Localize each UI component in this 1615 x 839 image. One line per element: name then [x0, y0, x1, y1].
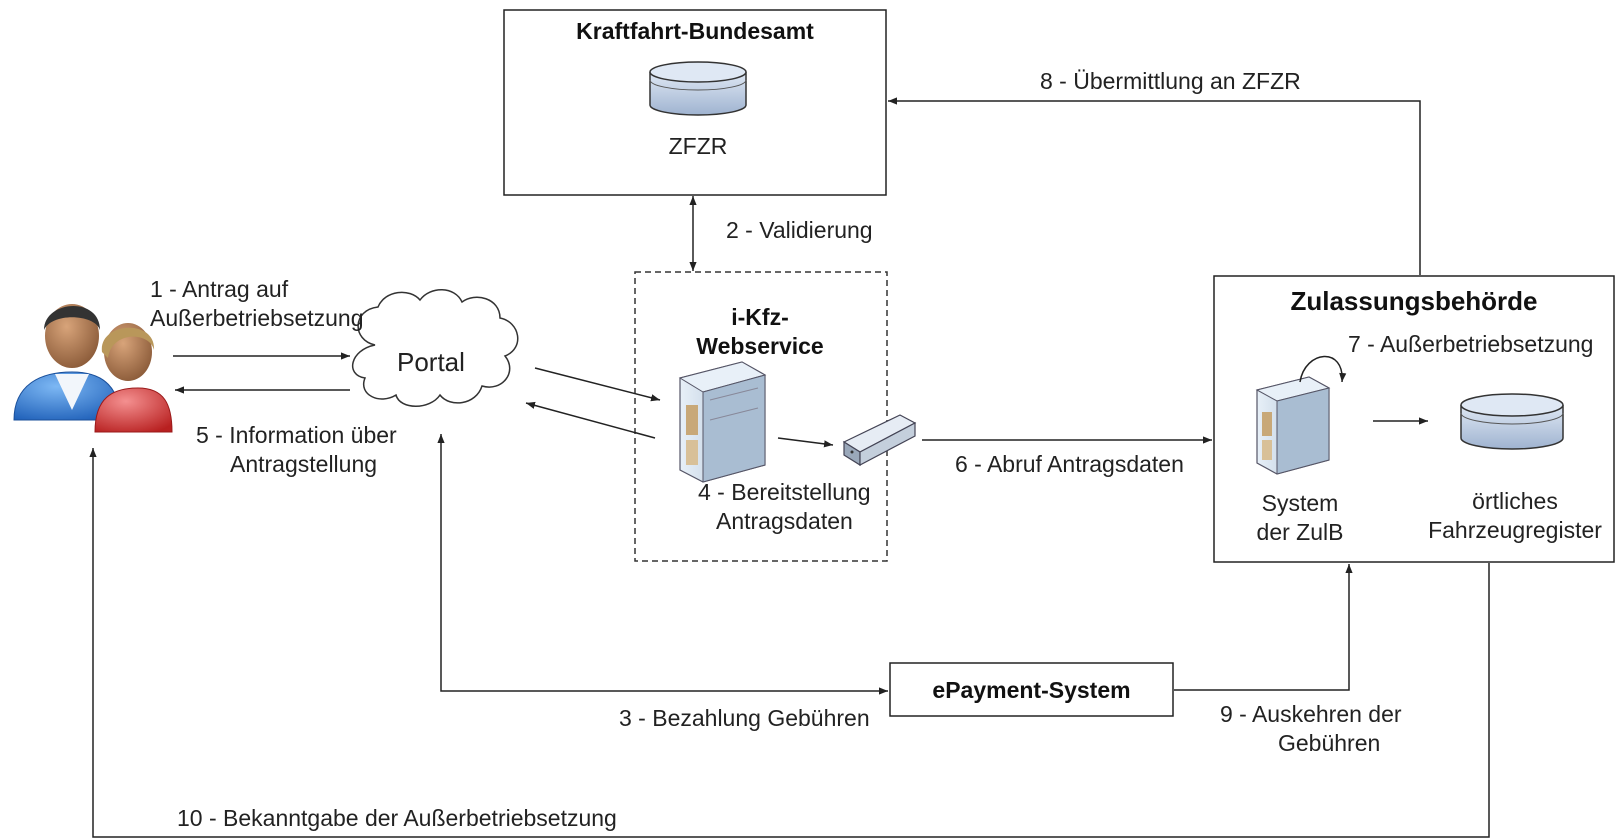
- step-4-label-line2: Antragsdaten: [716, 508, 853, 534]
- step-10-label: 10 - Bekanntgabe der Außerbetriebsetzung: [177, 805, 617, 831]
- portal-label: Portal: [397, 347, 465, 377]
- step-2-label: 2 - Validierung: [726, 217, 873, 243]
- arrow-portal-to-ikfz: [534, 367, 661, 402]
- step-8-label: 8 - Übermittlung an ZFZR: [1040, 68, 1301, 94]
- step-1-label-line1: 1 - Antrag auf: [150, 276, 289, 302]
- server-icon: [1255, 376, 1331, 475]
- network-device-icon: [842, 414, 917, 467]
- users-icon: [13, 304, 173, 433]
- kba-title: Kraftfahrt-Bundesamt: [576, 18, 814, 44]
- step-3-label: 3 - Bezahlung Gebühren: [619, 705, 870, 731]
- self-loop-arrow: [1299, 355, 1347, 383]
- arrow-portal-epayment-bidirectional: [437, 434, 888, 695]
- system-label-line1: System: [1261, 490, 1339, 516]
- step-4-label-line1: 4 - Bereitstellung: [698, 479, 871, 505]
- zfzr-label: ZFZR: [668, 133, 728, 159]
- server-icon: [678, 361, 767, 483]
- step-9-label-line1: 9 - Auskehren der: [1220, 701, 1402, 727]
- epayment-box: [889, 662, 1174, 717]
- ikfz-title-line1: i-Kfz-: [731, 304, 789, 330]
- database-icon: [1460, 393, 1564, 450]
- arrow-ikfz-to-portal: [525, 401, 656, 439]
- step-5-label-line1: 5 - Information über: [196, 422, 397, 448]
- zulb-title: Zulassungsbehörde: [1290, 286, 1538, 316]
- arrow-zulb-to-kba: [888, 97, 1421, 275]
- step-9-label-line2: Gebühren: [1278, 730, 1381, 756]
- arrow-server-to-device: [777, 437, 834, 448]
- step-5-label-line2: Antragstellung: [230, 451, 378, 477]
- register-label-line2: Fahrzeugregister: [1428, 517, 1602, 543]
- step-6-label: 6 - Abruf Antragsdaten: [955, 451, 1184, 477]
- system-label-line2: der ZulB: [1256, 519, 1344, 545]
- database-icon: [649, 61, 747, 116]
- register-label-line1: örtliches: [1472, 488, 1558, 514]
- step-7-label: 7 - Außerbetriebsetzung: [1348, 331, 1594, 357]
- cloud-icon: [351, 289, 519, 407]
- arrow-zulb-to-user: [89, 448, 1490, 838]
- epayment-title: ePayment-System: [932, 677, 1131, 703]
- ikfz-webservice-box: [634, 271, 888, 562]
- ikfz-title-line2: Webservice: [696, 333, 824, 359]
- step-1-label-line2: Außerbetriebsetzung: [150, 305, 364, 331]
- arrow-epayment-to-zulb: [1174, 564, 1353, 691]
